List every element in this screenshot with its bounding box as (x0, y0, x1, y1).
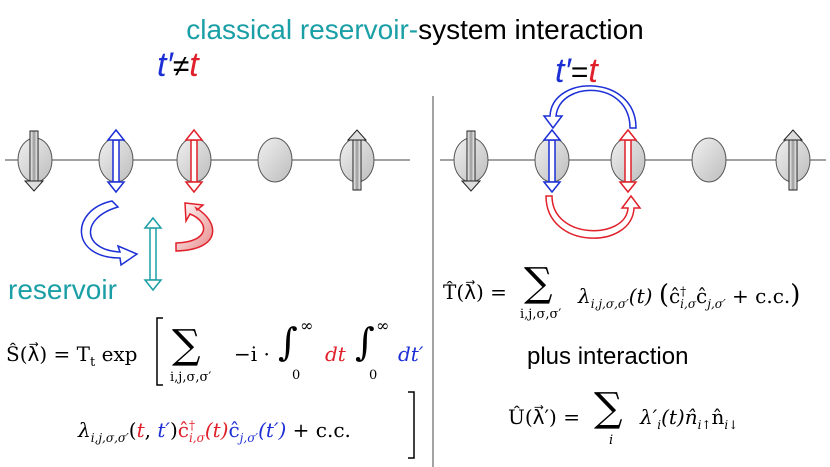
S-c-dag-arg: (t) (204, 418, 229, 442)
U-equation-lhs: Û(λ⃗′) = (508, 405, 580, 429)
teal-double-arrow (143, 216, 163, 292)
left-t-prime: t′ (157, 46, 173, 84)
S-cc: + c.c. (292, 418, 351, 442)
S-lambda: λ (78, 418, 91, 442)
left-time-relation: t′≠t (157, 46, 199, 85)
right-site-4 (691, 137, 727, 183)
right-t: t (588, 52, 598, 90)
right-site-3 (610, 128, 646, 194)
U-sum-sub: i (609, 433, 614, 448)
equal-sign: = (570, 56, 589, 89)
T-c-dag: ĉ (668, 284, 681, 308)
spin-down-arrow (460, 130, 482, 192)
U-n-down-sub: i↓ (724, 418, 739, 432)
U-n-up-sub: i↑ (697, 418, 712, 432)
T-lambda-sub: i,j,σ,σ′ (590, 297, 629, 311)
T-c: ĉ (696, 284, 708, 308)
T-sum-symbol: ∑ (524, 260, 553, 306)
S-sum-symbol: ∑ (172, 322, 201, 368)
not-equal-sign: ≠ (172, 50, 190, 83)
left-site-2 (98, 128, 134, 194)
red-double-arrow (618, 128, 638, 194)
T-paren-close: ) (790, 280, 801, 310)
T-arg: (t) (628, 284, 653, 308)
S-integral-1: ∫ (278, 320, 298, 364)
T-paren-open: ( (658, 280, 669, 310)
S-arg-t: t (136, 418, 145, 442)
S-minus-i: −i · (234, 342, 270, 366)
plus-interaction-label: plus interaction (527, 343, 689, 370)
reservoir-label: reservoir (8, 274, 117, 305)
diagram-title: classical reservoir-system interaction (0, 14, 830, 46)
S-c-arg: (t′) (258, 418, 287, 442)
S-paren-close: ) (169, 418, 178, 442)
U-n2: n̂ (711, 405, 725, 429)
S-c-symbol: ĉ (228, 418, 240, 442)
spin-up-arrow (782, 129, 804, 191)
blue-double-arrow (542, 128, 562, 194)
S-int2-upper: ∞ (376, 316, 390, 335)
T-lambda: λ (578, 284, 591, 308)
left-site-4 (257, 137, 293, 183)
S-int1-lower: 0 (292, 368, 301, 383)
right-site-2 (534, 128, 570, 194)
left-t: t (189, 46, 199, 84)
red-curved-arrow (175, 202, 214, 252)
S-c: ĉj,σ′(t′) (228, 418, 287, 445)
S-c-dag-symbol: ĉ (177, 418, 189, 442)
S-exp: exp (101, 342, 138, 366)
T-sum-sub: i,j,σ,σ′ (520, 307, 562, 322)
T-c-dag-sup: † (680, 284, 687, 299)
U-sum-symbol: ∑ (594, 385, 623, 431)
blue-hopping-arrow (542, 85, 637, 130)
spin-up-arrow (346, 129, 368, 191)
U-lambda-sub: i (657, 418, 662, 432)
S-c-dag-sup: † (188, 418, 195, 433)
right-time-relation: t′=t (555, 52, 598, 91)
left-site-1 (17, 130, 53, 192)
title-part-interaction: system interaction (418, 14, 644, 45)
right-site-5 (775, 129, 811, 191)
right-t-prime: t′ (555, 52, 571, 90)
T-equation-rhs: λi,j,σ,σ′(t) (ĉ†i,σĉj,σ′ + c.c.) (578, 280, 800, 311)
S-sum-sub: i,j,σ,σ′ (170, 370, 212, 385)
S-equation-line2: λi,j,σ,σ′(t, t′)ĉ†i,σ(t)ĉj,σ′(t′) + c.c. (78, 418, 351, 445)
S-int2-lower: 0 (369, 368, 378, 383)
S-equation-lhs: Ŝ(λ⃗) = Tt exp (6, 342, 137, 370)
S-sub-t: t (89, 355, 96, 370)
T-cc: + c.c. (732, 284, 791, 308)
U-rest: (t)n̂ (661, 405, 698, 429)
T-c-sub: j,σ′ (707, 297, 726, 311)
S-lambda-sub: i,j,σ,σ′ (90, 431, 129, 445)
blue-curved-arrow (80, 200, 139, 267)
T-equation-lhs: T̂(λ⃗) = (443, 280, 507, 304)
S-lhs-text: Ŝ(λ⃗) = T (6, 342, 90, 366)
S-c-sub: j,σ′ (239, 431, 259, 445)
left-site-3 (176, 128, 212, 194)
title-part-reservoir: classical reservoir- (186, 14, 419, 45)
left-site-5 (339, 129, 375, 191)
S-int1-upper: ∞ (300, 316, 314, 335)
S-arg-tprime: t′ (157, 418, 170, 442)
spin-down-arrow (23, 130, 45, 192)
T-c-dag-sub: i,σ (680, 297, 697, 311)
U-lambda: λ′ (640, 405, 658, 429)
right-site-1 (453, 130, 489, 192)
right-bracket (408, 391, 415, 459)
U-equation-rhs: λ′i(t)n̂i↑n̂i↓ (640, 405, 738, 432)
S-integral-2: ∫ (355, 320, 375, 364)
S-c-dagger: ĉ†i,σ(t) (177, 418, 229, 445)
S-c-dag-sub: i,σ (188, 431, 205, 445)
left-bracket (156, 317, 163, 386)
S-paren-open: ( (128, 418, 137, 442)
S-dt: dt (325, 342, 346, 366)
red-hopping-arrow (545, 194, 642, 239)
red-double-arrow (184, 128, 204, 194)
S-dtprime: dt′ (398, 342, 424, 366)
S-arg-comma: , (144, 418, 158, 442)
blue-double-arrow (106, 128, 126, 194)
